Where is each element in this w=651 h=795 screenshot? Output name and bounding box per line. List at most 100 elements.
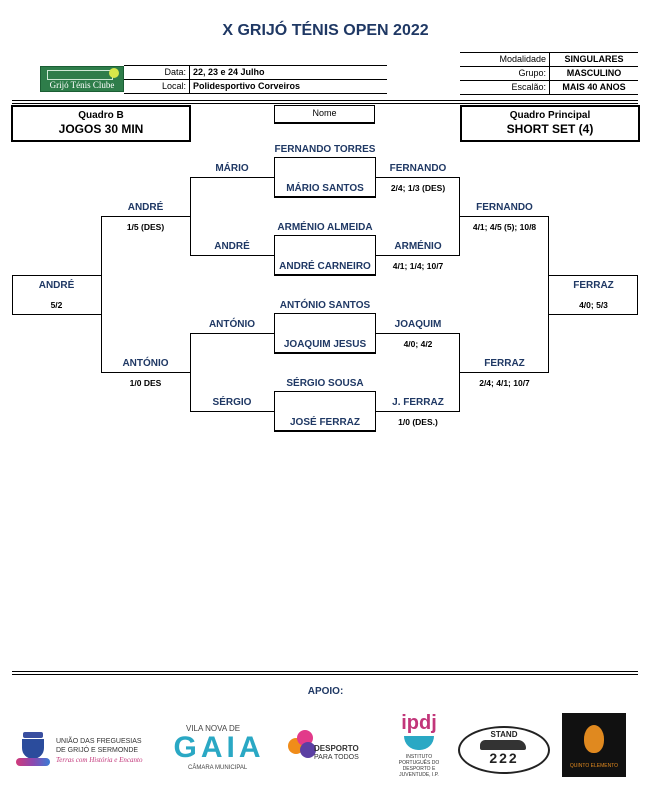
- local-value: Polidesportivo Corveiros: [189, 80, 387, 93]
- bracket-line-35: [460, 216, 549, 217]
- right-r1-score-1: 2/4; 1/3 (DES): [390, 183, 446, 193]
- sponsor1-line2: DE GRIJÓ E SERMONDE: [56, 747, 139, 754]
- bracket-line-16: [375, 391, 376, 430]
- bracket-line-11: [274, 235, 275, 274]
- bracket-line-33: [459, 177, 460, 255]
- sponsor3-line2: PARA TODOS: [314, 754, 359, 761]
- sponsor-gaia-logo: VILA NOVA DE GAIA CÂMARA MUNICIPAL: [160, 724, 278, 774]
- bracket-line-21: [190, 177, 191, 255]
- center-name-1: FERNANDO TORRES: [274, 144, 376, 155]
- right-r2-score-2: 2/4; 4/1; 10/7: [479, 378, 530, 388]
- bracket-line-29: [376, 177, 460, 178]
- right-r1-score-2: 4/1; 1/4; 10/7: [392, 261, 444, 271]
- right-r1-name-1: FERNANDO: [389, 163, 447, 174]
- bracket-line-19: [190, 333, 274, 334]
- header-right: Modalidade SINGULARES Grupo: MASCULINO E…: [460, 52, 638, 95]
- right-r2-score-1: 4/1; 4/5 (5); 10/8: [472, 222, 537, 232]
- right-winner-score: 4/0; 5/3: [579, 300, 608, 310]
- bracket-line-5: [274, 313, 376, 314]
- sponsor2-line3: CÂMARA MUNICIPAL: [188, 765, 248, 771]
- bracket-line-40: [637, 275, 638, 314]
- bracket-line-17: [190, 177, 274, 178]
- sponsor-ipdj-logo: ipdj INSTITUTO PORTUGUÊS DO DESPORTO E J…: [390, 712, 448, 778]
- sponsor4-line1: ipdj: [401, 712, 437, 734]
- bracket-line-6: [274, 352, 376, 354]
- bracket-line-22: [190, 333, 191, 411]
- coat-of-arms-icon: [16, 732, 50, 768]
- sponsor-desporto-para-todos-logo: DESPORTO PARA TODOS: [288, 730, 364, 774]
- right-r1-name-4: J. FERRAZ: [392, 397, 444, 408]
- car-icon: [480, 740, 526, 750]
- left-r2-score-2: 1/0 DES: [129, 378, 162, 388]
- bracket-line-27: [12, 314, 101, 315]
- center-name-5: ANTÓNIO SANTOS: [279, 300, 371, 311]
- data-label: Data:: [164, 67, 186, 77]
- header-left: Data: 22, 23 e 24 Julho Local: Polidespo…: [124, 65, 387, 94]
- right-r1-name-2: ARMÉNIO: [394, 241, 442, 252]
- right-r1-name-3: JOAQUIM: [394, 319, 442, 330]
- sponsor2-line2: GAIA: [173, 731, 265, 764]
- grupo-value: MASCULINO: [549, 67, 638, 80]
- left-r2-name-2: ANTÓNIO: [122, 358, 169, 369]
- local-label: Local:: [161, 81, 186, 91]
- footer-rule-top: [12, 671, 638, 672]
- sponsor5-line1: STAND: [490, 730, 518, 739]
- bracket-line-3: [274, 235, 376, 236]
- center-name-6: JOAQUIM JESUS: [283, 339, 367, 350]
- bracket-line-24: [101, 372, 190, 373]
- bracket-line-36: [460, 372, 549, 373]
- bracket-line-23: [101, 216, 190, 217]
- center-name-2: MÁRIO SANTOS: [286, 183, 364, 194]
- header-rule-top: [12, 100, 638, 101]
- sponsor-stand-222-logo: STAND 222: [458, 726, 550, 774]
- left-r1-name-2: ANDRÉ: [214, 241, 250, 252]
- bracket-line-34: [459, 333, 460, 411]
- flame-icon: [584, 725, 604, 753]
- bracket-line-18: [190, 255, 274, 256]
- sponsor4-line2: INSTITUTO PORTUGUÊS DO DESPORTO E JUVENT…: [398, 754, 440, 778]
- bracket-line-32: [376, 411, 460, 412]
- sponsor2-line1: VILA NOVA DE: [186, 724, 241, 733]
- modalidade-value: SINGULARES: [549, 53, 638, 66]
- right-r1-score-3: 4/0; 4/2: [403, 339, 433, 349]
- sponsor-uniao-freguesias-logo: UNIÃO DAS FREGUESIAS DE GRIJÓ E SERMONDE…: [14, 728, 150, 774]
- left-r2-score-1: 1/5 (DES): [126, 222, 165, 232]
- page-title: X GRIJÓ TÉNIS OPEN 2022: [222, 22, 429, 39]
- center-name-4: ANDRÉ CARNEIRO: [279, 261, 371, 272]
- center-name-7: SÉRGIO SOUSA: [286, 378, 364, 389]
- bracket-line-9: [274, 157, 275, 196]
- nome-label: Nome: [312, 108, 337, 118]
- left-r1-name-4: SÉRGIO: [212, 397, 252, 408]
- bracket-line-38: [549, 275, 638, 276]
- bracket-line-10: [375, 157, 376, 196]
- bracket-line-20: [190, 411, 274, 412]
- bracket-line-15: [274, 391, 275, 430]
- apoio-label: APOIO:: [307, 686, 344, 697]
- left-r1-name-1: MÁRIO: [215, 163, 249, 174]
- escalao-label: Escalão:: [511, 82, 546, 92]
- club-logo: Grijó Ténis Clube: [40, 66, 124, 92]
- sponsor5-line2: 222: [489, 750, 519, 766]
- left-winner-name: ANDRÉ: [38, 280, 75, 291]
- bracket-line-13: [274, 313, 275, 352]
- center-name-3: ARMÉNIO ALMEIDA: [277, 222, 373, 233]
- bracket-line-1: [274, 157, 376, 158]
- bracket-line-4: [274, 274, 376, 276]
- sponsor3-line1: DESPORTO: [314, 744, 359, 753]
- bracket-line-26: [12, 275, 101, 276]
- colored-circles-icon: [288, 730, 318, 760]
- data-value: 22, 23 e 24 Julho: [189, 66, 387, 79]
- sponsor6-line1: QUINTO ELEMENTO: [569, 763, 619, 769]
- sponsor-quinto-elemento-logo: QUINTO ELEMENTO: [562, 713, 626, 777]
- left-r1-name-3: ANTÓNIO: [208, 319, 256, 330]
- bracket-line-25: [101, 216, 102, 372]
- bracket-line-12: [375, 235, 376, 274]
- quadro-principal-format: SHORT SET (4): [506, 122, 594, 136]
- bracket-line-2: [274, 196, 376, 198]
- sponsor1-line3: Terras com História e Encanto: [56, 756, 143, 764]
- bracket-line-8: [274, 430, 376, 432]
- grupo-label: Grupo:: [518, 68, 546, 78]
- modalidade-label: Modalidade: [499, 54, 546, 64]
- bracket-line-14: [375, 313, 376, 352]
- bracket-line-28: [12, 275, 13, 314]
